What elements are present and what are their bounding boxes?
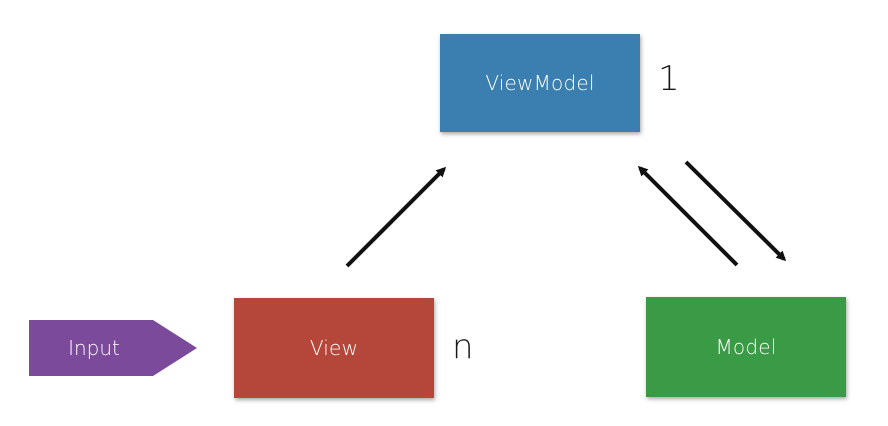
view-multiplicity: n <box>452 327 474 367</box>
view-box: View <box>234 298 434 398</box>
arrow-view-to-viewmodel <box>345 166 447 268</box>
model-box: Model <box>646 297 846 397</box>
input-pentagon <box>29 320 197 376</box>
arrow-viewmodel-to-model <box>684 160 787 262</box>
viewmodel-label: ViewModel <box>485 71 595 95</box>
model-label: Model <box>715 335 777 359</box>
input-label: Input <box>68 336 120 360</box>
input-pentagon-shape <box>29 320 197 376</box>
viewmodel-multiplicity: 1 <box>658 59 680 99</box>
viewmodel-box: ViewModel <box>440 34 640 132</box>
arrow-model-to-viewmodel <box>637 165 739 267</box>
view-label: View <box>309 336 359 360</box>
